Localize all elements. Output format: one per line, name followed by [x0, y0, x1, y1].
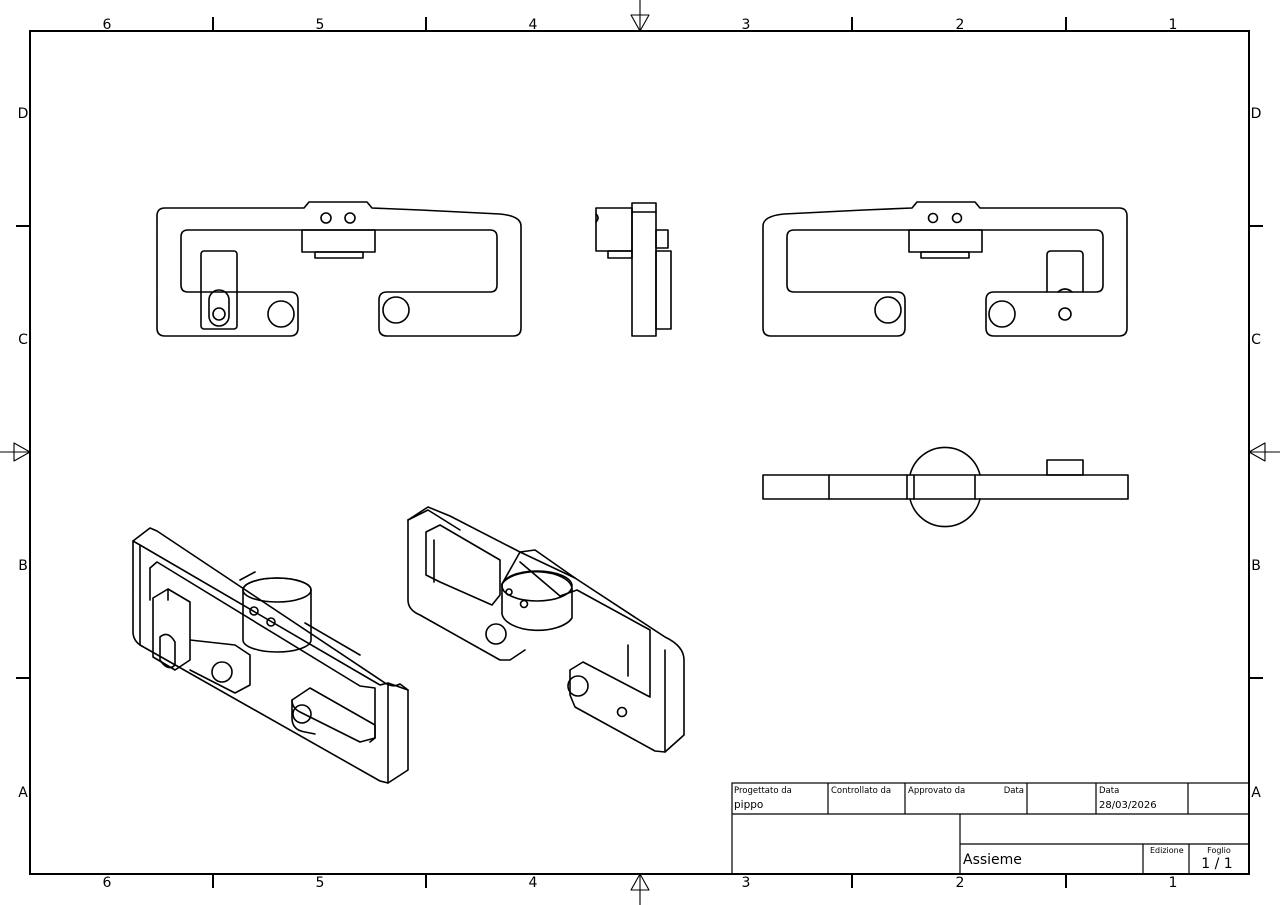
row-label-right: A [1251, 785, 1261, 801]
col-label-bottom: 3 [742, 875, 751, 891]
designed-by-label: Progettato da [734, 786, 792, 796]
zone-ticks [16, 17, 1263, 888]
col-label-top: 5 [316, 17, 325, 33]
sheet-label: Foglio [1207, 846, 1231, 855]
col-label-top: 1 [1169, 17, 1178, 33]
rear-view [762, 201, 1128, 337]
sheet-value: 1 / 1 [1201, 856, 1232, 872]
side-view [595, 202, 672, 337]
row-label-right: D [1251, 106, 1262, 122]
date-label: Data [1099, 786, 1119, 796]
row-label-left: C [18, 332, 28, 348]
date-label: Data [1004, 786, 1024, 796]
row-label-left: A [18, 785, 28, 801]
title-block: Progettato da pippo Controllato da Appro… [731, 782, 1250, 875]
front-view [156, 201, 522, 337]
row-label-left: D [18, 106, 29, 122]
col-label-bottom: 4 [529, 875, 538, 891]
row-label-left: B [18, 558, 28, 574]
row-label-right: C [1251, 332, 1261, 348]
approved-by-label: Approvato da [908, 786, 965, 796]
top-view [762, 446, 1129, 528]
isometric-view-2 [407, 506, 685, 753]
col-label-top: 3 [742, 17, 751, 33]
designed-by-value: pippo [734, 799, 763, 811]
col-label-bottom: 1 [1169, 875, 1178, 891]
row-label-right: B [1251, 558, 1261, 574]
col-label-bottom: 2 [956, 875, 965, 891]
drawing-title: Assieme [963, 852, 1022, 868]
drawing-frame [29, 30, 1250, 875]
date-value: 28/03/2026 [1099, 800, 1157, 811]
zone-labels: 6 5 4 3 2 1 6 5 4 3 2 1 D C B A D C B A [18, 17, 1262, 891]
checked-by-label: Controllato da [831, 786, 891, 796]
col-label-top: 4 [529, 17, 538, 33]
col-label-bottom: 6 [103, 875, 112, 891]
col-label-top: 2 [956, 17, 965, 33]
isometric-view-1 [132, 527, 409, 784]
edition-label: Edizione [1150, 846, 1184, 855]
col-label-top: 6 [103, 17, 112, 33]
col-label-bottom: 5 [316, 875, 325, 891]
